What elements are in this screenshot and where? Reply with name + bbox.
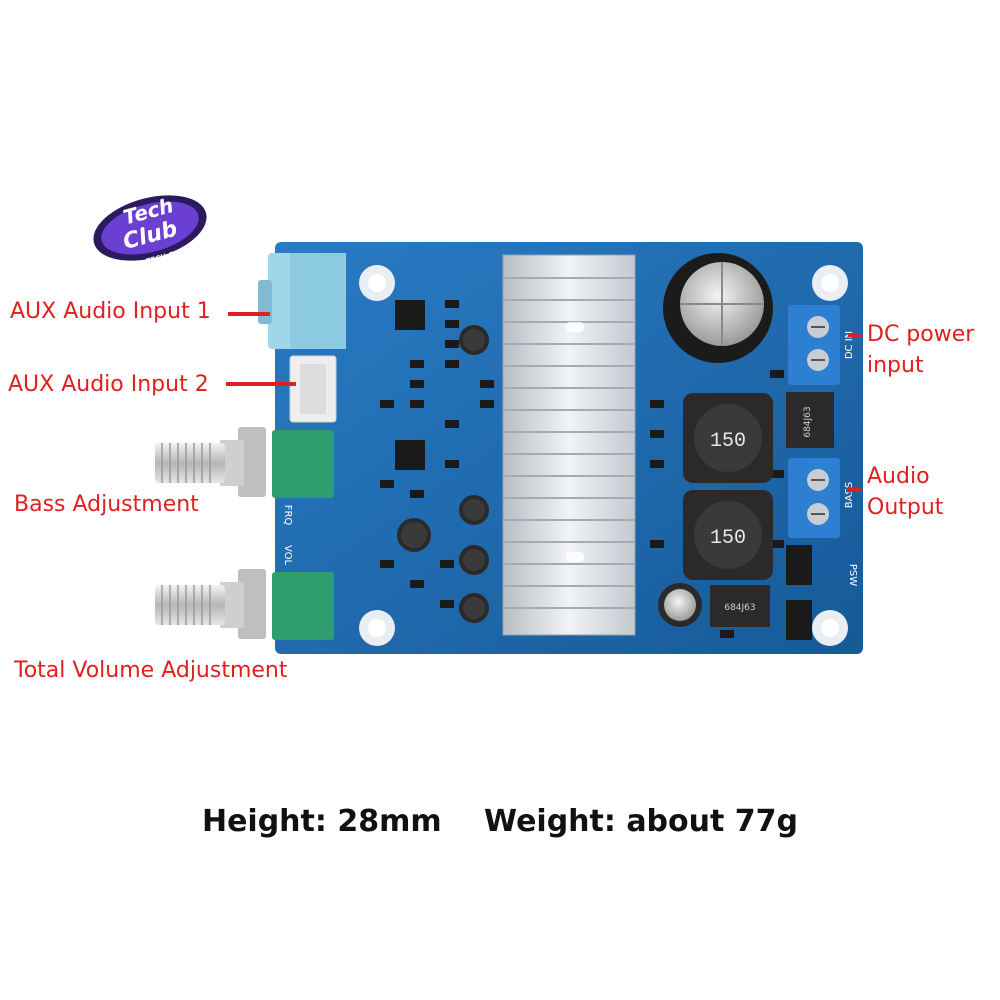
dc-power-leader xyxy=(848,333,862,337)
weight-spec: Weight: about 77g xyxy=(484,804,799,839)
psw-silk: PSW xyxy=(847,564,858,586)
aux-input-2-leader xyxy=(226,382,296,386)
audio-terminal-block xyxy=(788,458,840,538)
inductor-1-label: 150 xyxy=(710,430,746,453)
aux2-connector xyxy=(289,355,337,423)
total-volume-adjustment-label: Total Volume Adjustment xyxy=(14,658,288,683)
smd-components xyxy=(380,300,784,638)
dc-in-silk: DC IN xyxy=(844,331,855,359)
tech-club-logo: Tech Club TECH CLUB xyxy=(93,193,207,266)
dc-power-label-line1: DC power xyxy=(867,322,975,347)
bass-silk: BASS xyxy=(844,482,855,508)
svg-text:684J63: 684J63 xyxy=(724,603,755,613)
specs-caption: Height: 28mm Weight: about 77g xyxy=(0,804,1000,839)
aux-jack xyxy=(258,253,346,349)
vol-silk: VOL xyxy=(282,545,293,566)
volume-potentiometer xyxy=(155,569,334,640)
audio-output-label-line2: Output xyxy=(867,495,944,520)
bass-potentiometer xyxy=(155,427,334,498)
aux-input-1-label: AUX Audio Input 1 xyxy=(10,299,211,324)
svg-text:684J63: 684J63 xyxy=(803,406,813,437)
aux-input-2-label: AUX Audio Input 2 xyxy=(8,372,209,397)
audio-output-leader xyxy=(848,488,862,492)
inductor-2-label: 150 xyxy=(710,527,746,550)
aux-input-1-leader xyxy=(228,312,270,316)
dc-terminal-block xyxy=(788,305,840,385)
height-spec: Height: 28mm xyxy=(201,804,442,839)
diode-1 xyxy=(786,545,812,585)
frq-silk: FRQ xyxy=(282,505,293,526)
film-chip-1: 684J63 xyxy=(786,392,834,448)
heatsink xyxy=(502,254,636,636)
mounting-holes xyxy=(359,265,848,646)
film-chip-2: 684J63 xyxy=(710,585,770,627)
audio-output-label-line1: Audio xyxy=(867,464,930,489)
inductor-1: 150 xyxy=(683,393,773,483)
dc-power-label-line2: input xyxy=(867,353,924,378)
diode-2 xyxy=(786,600,812,640)
small-caps xyxy=(397,325,489,623)
inductor-2: 150 xyxy=(683,490,773,580)
large-capacitor xyxy=(663,253,773,363)
bass-adjustment-label: Bass Adjustment xyxy=(14,492,199,517)
